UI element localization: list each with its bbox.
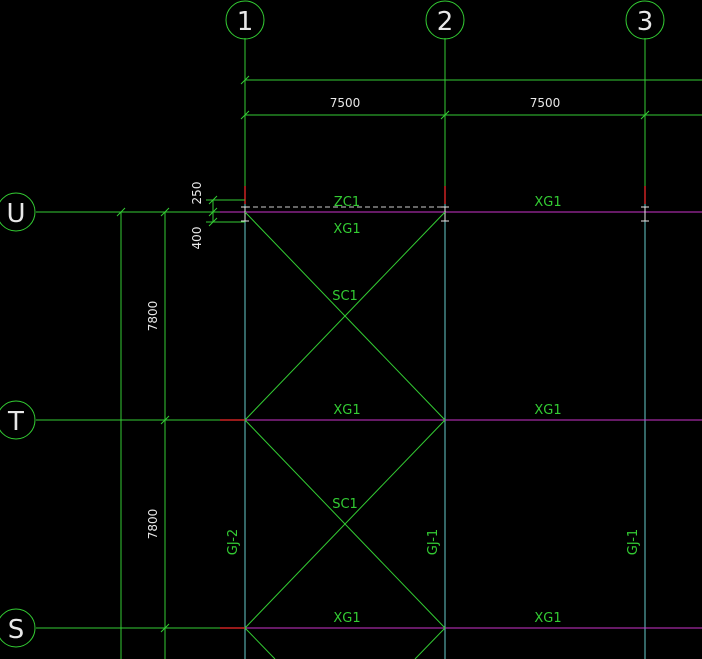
axis-label-2: 2 — [437, 7, 454, 37]
beam-label-u-1: XG1 — [333, 222, 360, 237]
brace-1b — [244, 211, 446, 421]
dim-left-1: 7800 — [146, 301, 160, 332]
axis-bubbles-left: U T S — [0, 192, 36, 648]
brace-2b — [244, 419, 446, 629]
beam-label-t-1: XG1 — [333, 403, 360, 418]
axis-bubble-t — [0, 400, 36, 440]
column-marks — [241, 186, 649, 222]
axis-extension-lines — [244, 38, 646, 195]
axis-bubble-s — [0, 608, 36, 648]
axis-label-1: 1 — [237, 7, 254, 37]
dim-left-2: 7800 — [146, 509, 160, 540]
top-dimension-lines — [240, 75, 702, 120]
dimension-texts: 7500 7500 7800 7800 250 400 — [146, 96, 560, 539]
axis-bubble-u — [0, 192, 36, 232]
axis-label-t: T — [7, 407, 24, 437]
axis-label-3: 3 — [637, 7, 654, 37]
brace-label-2: SC1 — [332, 497, 358, 512]
beam-label-t-2: XG1 — [534, 403, 561, 418]
frame-labels: GJ-2 GJ-1 GJ-1 — [226, 529, 641, 555]
brace-3b — [414, 627, 446, 659]
beam-labels: ZC1 XG1 XG1 XG1 XG1 XG1 XG1 — [333, 195, 561, 626]
dim-small-2: 400 — [190, 227, 204, 250]
beam-lines — [220, 211, 702, 629]
left-dimension-lines — [116, 195, 245, 659]
axis-label-s: S — [8, 615, 25, 645]
dim-top-1: 7500 — [330, 96, 361, 110]
brace-label-1: SC1 — [332, 289, 358, 304]
axis-bubble-1 — [225, 0, 265, 40]
dim-small-1: 250 — [190, 182, 204, 205]
brace-labels: SC1 SC1 — [332, 289, 358, 512]
frame-label-1: GJ-2 — [226, 529, 241, 555]
column-lines — [244, 195, 646, 659]
axis-bubble-2 — [425, 0, 465, 40]
beam-label-u-2: XG1 — [534, 195, 561, 210]
cross-bracing — [244, 211, 446, 659]
frame-label-2: GJ-1 — [426, 529, 441, 555]
brace-3a — [244, 627, 276, 659]
axis-bubble-3 — [625, 0, 665, 40]
axis-label-u: U — [6, 199, 25, 229]
beam-label-s-2: XG1 — [534, 611, 561, 626]
axis-bubbles-top: 1 2 3 — [225, 0, 665, 40]
dim-top-2: 7500 — [530, 96, 561, 110]
frame-label-3: GJ-1 — [626, 529, 641, 555]
beam-label-zc1: ZC1 — [334, 195, 360, 210]
horizontal-axis-lines — [36, 211, 245, 629]
beam-label-s-1: XG1 — [333, 611, 360, 626]
